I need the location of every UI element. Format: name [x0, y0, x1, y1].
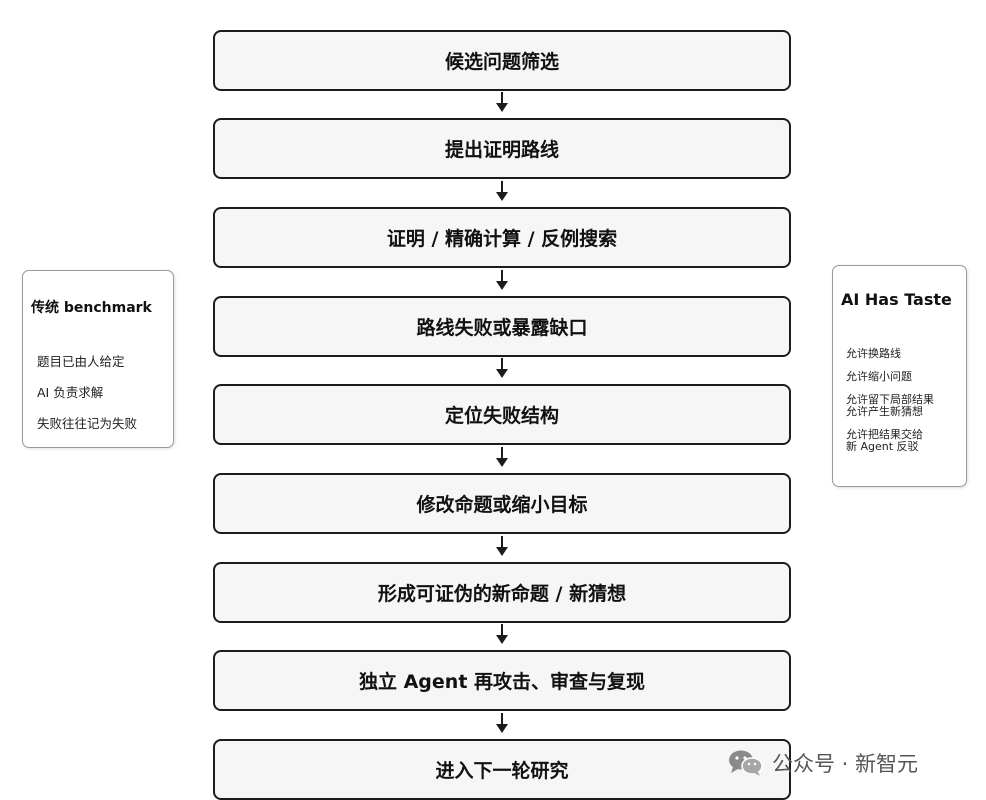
list-item-line: 允许把结果交给	[846, 428, 923, 441]
list-item-line: 允许产生新猜想	[846, 405, 923, 418]
flow-step-label: 证明 / 精确计算 / 反例搜索	[386, 228, 618, 250]
panel-title: 传统 benchmark	[31, 300, 152, 316]
list-item: 允许留下局部结果允许产生新猜想	[846, 394, 934, 418]
flow-step-label: 候选问题筛选	[444, 51, 559, 73]
list-item: 题目已由人给定	[37, 354, 125, 369]
flow-step-7: 形成可证伪的新命题 / 新猜想	[213, 562, 791, 623]
list-item: 允许把结果交给新 Agent 反驳	[846, 429, 934, 453]
flow-step-label: 独立 Agent 再攻击、审查与复现	[358, 671, 646, 693]
list-item: AI 负责求解	[37, 385, 104, 400]
panel-list: 允许换路线 允许缩小问题 允许留下局部结果允许产生新猜想 允许把结果交给新 Ag…	[846, 348, 934, 464]
list-item: 允许换路线	[846, 348, 934, 360]
wechat-icon	[729, 750, 763, 776]
flow-step-label: 形成可证伪的新命题 / 新猜想	[377, 583, 627, 605]
list-item: 失败往往记为失败	[37, 416, 138, 431]
flow-step-label: 进入下一轮研究	[435, 760, 569, 782]
traditional-benchmark-panel: 传统 benchmark 题目已由人给定 AI 负责求解 失败往往记为失败	[22, 270, 174, 448]
list-item-line: 新 Agent 反驳	[846, 440, 919, 453]
panel-list: 题目已由人给定 AI 负责求解 失败往往记为失败	[37, 351, 137, 444]
list-item-line: 允许换路线	[846, 347, 901, 360]
flow-step-5: 定位失败结构	[213, 384, 791, 445]
flow-step-label: 路线失败或暴露缺口	[416, 317, 588, 339]
flow-step-2: 提出证明路线	[213, 118, 791, 179]
panel-title: AI Has Taste	[841, 290, 952, 309]
list-item-line: 允许留下局部结果	[846, 393, 934, 406]
list-item-line: 允许缩小问题	[846, 370, 912, 383]
flow-step-4: 路线失败或暴露缺口	[213, 296, 791, 357]
flow-step-6: 修改命题或缩小目标	[213, 473, 791, 534]
flow-step-9: 进入下一轮研究	[213, 739, 791, 800]
ai-has-taste-panel: AI Has Taste 允许换路线 允许缩小问题 允许留下局部结果允许产生新猜…	[832, 265, 967, 487]
flow-step-label: 提出证明路线	[444, 139, 559, 161]
flow-step-label: 修改命题或缩小目标	[416, 494, 588, 516]
flow-step-1: 候选问题筛选	[213, 30, 791, 91]
watermark-text: 公众号 · 新智元	[772, 752, 919, 776]
flow-step-8: 独立 Agent 再攻击、审查与复现	[213, 650, 791, 711]
watermark: 公众号 · 新智元	[728, 748, 918, 778]
list-item: 允许缩小问题	[846, 371, 934, 383]
flow-step-3: 证明 / 精确计算 / 反例搜索	[213, 207, 791, 268]
flow-step-label: 定位失败结构	[444, 405, 559, 427]
